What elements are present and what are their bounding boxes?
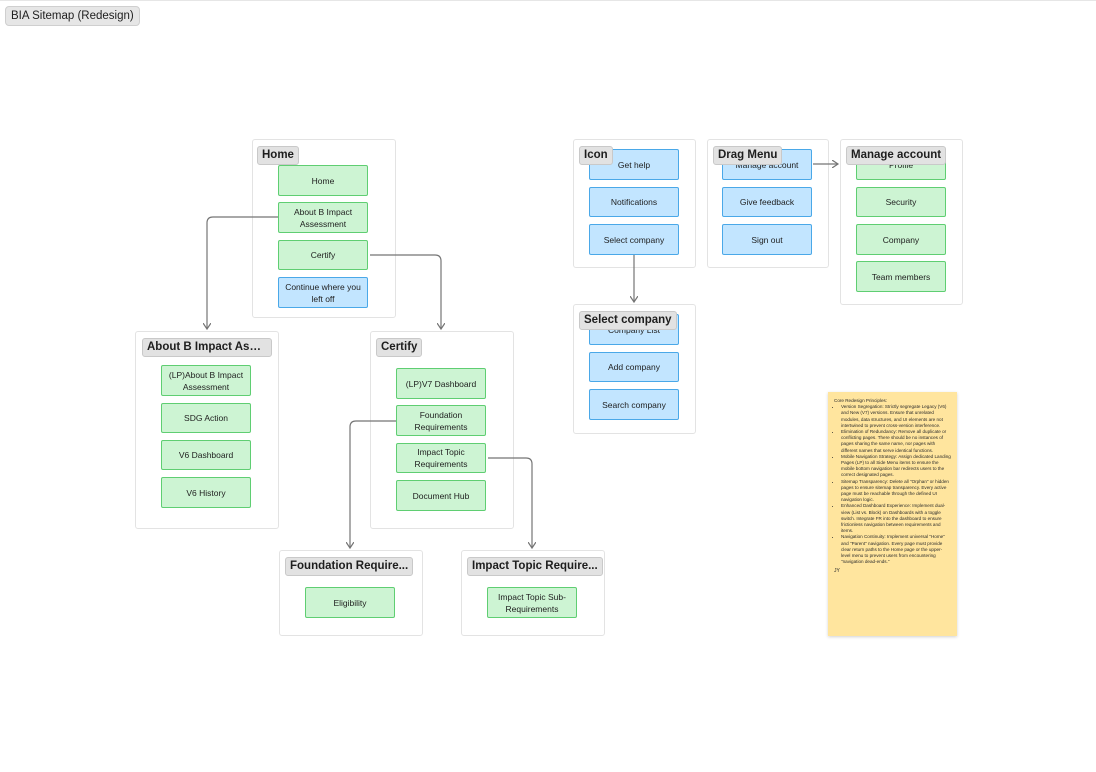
section-label-select-company[interactable]: Select company [579,311,677,330]
node-eligibility[interactable]: Eligibility [305,587,395,618]
node-document-hub[interactable]: Document Hub [396,480,486,511]
canvas-top-border [0,0,1096,1]
sticky-note-core-principles[interactable]: Core Redesign Principles: Version Segreg… [828,392,957,636]
node-security[interactable]: Security [856,187,946,217]
note-list: Version Segregation: Strictly segregate … [834,404,951,565]
node-company[interactable]: Company [856,224,946,255]
section-label-foundation[interactable]: Foundation Require... [285,557,414,576]
node-about-b-impact-assessment[interactable]: About B Impact Assessment [278,202,368,233]
node-lp-v7-dashboard[interactable]: (LP)V7 Dashboard [396,368,486,399]
section-label-about[interactable]: About B Impact Asse... [142,338,272,357]
note-item: Mobile Navigation Strategy: Assign dedic… [841,454,951,479]
section-label-icon[interactable]: Icon [579,146,613,165]
node-home[interactable]: Home [278,165,368,196]
node-notifications[interactable]: Notifications [589,187,679,217]
section-label-impact-topic[interactable]: Impact Topic Require... [467,557,603,576]
node-lp-about-b-impact-assessment[interactable]: (LP)About B Impact Assessment [161,365,251,396]
node-add-company[interactable]: Add company [589,352,679,382]
section-label-manage-account[interactable]: Manage account [846,146,947,165]
node-search-company[interactable]: Search company [589,389,679,420]
node-select-company[interactable]: Select company [589,224,679,255]
node-team-members[interactable]: Team members [856,261,946,292]
node-impact-topic-sub-requirements[interactable]: Impact Topic Sub-Requirements [487,587,577,618]
node-continue-where-you-left-off[interactable]: Continue where you left off [278,277,368,308]
section-label-certify[interactable]: Certify [376,338,423,357]
note-item: Version Segregation: Strictly segregate … [841,404,951,429]
section-label-drag-menu[interactable]: Drag Menu [713,146,783,165]
node-give-feedback[interactable]: Give feedback [722,187,812,217]
node-v6-dashboard[interactable]: V6 Dashboard [161,440,251,470]
note-item: Sitemap Transparency: Delete all "Orphan… [841,479,951,504]
node-impact-topic-requirements[interactable]: Impact Topic Requirements [396,443,486,473]
section-label-home[interactable]: Home [257,146,299,165]
node-foundation-requirements[interactable]: Foundation Requirements [396,405,486,436]
note-item: Enhanced Dashboard Experience: Implement… [841,503,951,534]
node-sign-out[interactable]: Sign out [722,224,812,255]
board-title[interactable]: BIA Sitemap (Redesign) [5,6,140,26]
note-item: Navigation Continuity: Implement univers… [841,534,951,565]
note-item: Elimination of Redundancy: Remove all du… [841,429,951,454]
node-certify[interactable]: Certify [278,240,368,270]
node-sdg-action[interactable]: SDG Action [161,403,251,433]
note-heading: Core Redesign Principles: [834,398,888,403]
note-signature: JY [834,568,840,575]
node-v6-history[interactable]: V6 History [161,477,251,508]
